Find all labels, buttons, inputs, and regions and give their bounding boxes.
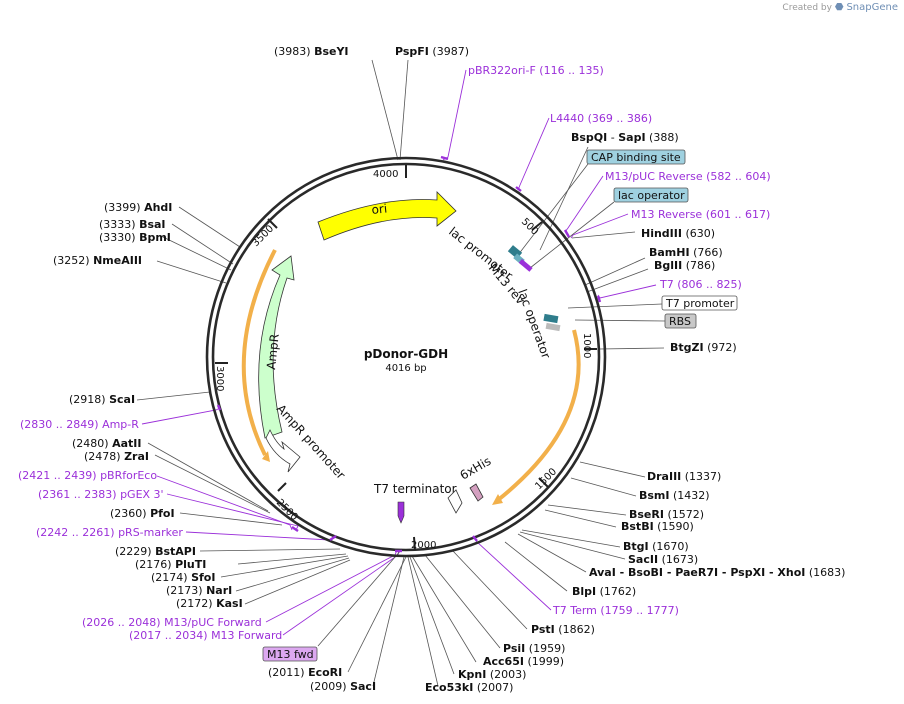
box-leaders [317,163,666,647]
his-tag-mark [469,483,484,502]
ampr-label: AmpR [264,333,282,370]
site-bstbi: BstBI (1590) [621,520,694,533]
tick-label-1000: 1000 [581,333,592,358]
site-aatii: (2480) AatII [72,437,141,450]
primer-amp-r: (2830 .. 2849) Amp-R [20,418,139,431]
site-bglii: BglII (786) [654,259,715,272]
primer-t7-term: T7 Term (1759 .. 1777) [552,604,679,617]
site-sacii: SacII (1673) [628,553,698,566]
plasmid-name: pDonor-GDH [364,347,448,361]
site-labels-right: BspQI - SapI (388) HindIII (630) BamHI (… [425,131,845,694]
credit-brand: SnapGene [846,2,898,13]
site-bsmi: BsmI (1432) [639,489,710,502]
site-leaders [136,59,665,687]
tick-label-500: 500 [519,216,540,237]
primer-l4440: L4440 (369 .. 386) [550,112,652,125]
cap-binding-label: CAP binding site [591,151,681,164]
ring-ticks [215,165,597,551]
rbs-label: RBS [669,315,691,328]
promoter-mark-small [447,489,463,514]
m13-fwd-label: M13 fwd [267,648,314,661]
tick-label-3000: 3000 [214,366,225,391]
snapgene-credit: Created by ⬣ SnapGene [782,2,898,13]
site-btgi: BtgI (1670) [623,540,689,553]
his-tag-label: 6xHis [458,454,494,483]
site-avai-group: AvaI - BsoBI - PaeR7I - PspXI - XhoI (16… [589,566,845,579]
site-nari: (2173) NarI [166,584,232,597]
site-acc65i: Acc65I (1999) [483,655,564,668]
site-bstapi: (2229) BstAPI [115,545,196,558]
site-pluti: (2176) PluTI [135,558,206,571]
site-blpi: BlpI (1762) [572,585,636,598]
site-bsai: (3333) BsaI [99,218,166,231]
ampr-feature [258,255,295,439]
boxed-labels: CAP binding site lac operator T7 promote… [262,149,738,662]
primer-t7: T7 (806 .. 825) [659,278,742,291]
site-bspqi: BspQI - SapI (388) [571,131,679,144]
site-kpni: KpnI (2003) [458,668,526,681]
primer-pbrforeco: (2421 .. 2439) pBRforEco [18,469,157,482]
site-psii: PsiI (1959) [503,642,565,655]
snapgene-logo-icon: ⬣ [834,2,844,13]
site-draiii: DraIII (1337) [647,470,721,483]
lac-region [507,245,561,332]
ampr-promoter-feature [265,429,301,473]
primer-m13-puc-reverse: M13/pUC Reverse (582 .. 604) [605,170,771,183]
site-nmeaiii: (3252) NmeAIII [53,254,142,267]
t7-terminator-mark [397,501,405,524]
ori-label: ori [371,201,388,217]
site-pspfi: PspFI (3987) [395,45,469,58]
site-bseyi: (3983) BseYI [274,45,349,58]
ampr-promoter-label: AmpR promoter [274,402,348,482]
site-bpmi: (3330) BpmI [99,231,171,244]
site-saci: (2009) SacI [310,680,376,693]
site-zrai: (2478) ZraI [84,450,149,463]
primer-m13-puc-forward: (2026 .. 2048) M13/pUC Forward [82,616,262,629]
primer-pgex3: (2361 .. 2383) pGEX 3' [38,488,164,501]
orf-arrow-ampr [262,451,270,462]
lac-operator-box-label: lac operator [618,189,685,202]
credit-text: Created by [782,3,832,13]
site-psti: PstI (1862) [531,623,595,636]
t7-terminator-label: T7 terminator [373,482,457,496]
orf-arc-gdh [496,329,581,502]
primer-m13-reverse: M13 Reverse (601 .. 617) [631,208,770,221]
tick-label-2000: 2000 [411,540,436,551]
site-labels-left: (3983) BseYI PspFI (3987) (2011) EcoRI (… [53,45,469,693]
site-hindiii: HindIII (630) [641,227,715,240]
site-kasi: (2172) KasI [176,597,243,610]
site-ahdi: (3399) AhdI [104,201,172,214]
site-eco53ki: Eco53kI (2007) [425,681,513,694]
primer-prs-marker: (2242 .. 2261) pRS-marker [36,526,183,539]
orf-arrow-gdh [492,494,503,505]
primer-pbr322ori-f: pBR322ori-F (116 .. 135) [468,64,604,77]
primer-m13-forward: (2017 .. 2034) M13 Forward [129,629,282,642]
t7-promoter-label: T7 promoter [665,297,735,310]
site-bamhi: BamHI (766) [649,246,723,259]
plasmid-length: 4016 bp [385,363,426,374]
site-sfoi: (2174) SfoI [151,571,215,584]
primer-labels: pBR322ori-F (116 .. 135) L4440 (369 .. 3… [18,64,771,642]
site-scai: (2918) ScaI [69,393,135,406]
primer-marks [216,155,602,553]
backbone [205,156,607,558]
tick-label-4000: 4000 [373,169,398,180]
site-bseri: BseRI (1572) [629,508,704,521]
site-btgzi: BtgZI (972) [670,341,737,354]
orf-arc-ampr [241,249,277,456]
ori-feature [317,191,457,241]
site-ecori: (2011) EcoRI [268,666,342,679]
site-pfoi: (2360) PfoI [110,507,175,520]
